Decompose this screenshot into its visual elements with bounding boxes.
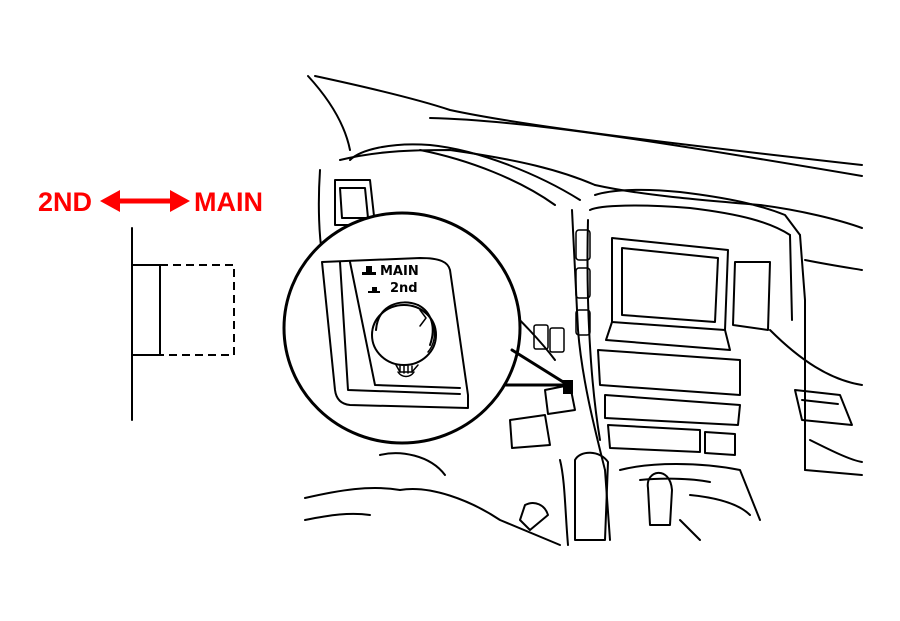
switch-callout: MAIN 2nd [282, 211, 573, 445]
a-pillar [307, 75, 351, 151]
label-main: MAIN [194, 187, 263, 217]
callout-label-main: MAIN [380, 264, 419, 279]
switch-position-diagram: 2ND MAIN [38, 187, 263, 421]
second-indicator-icon [368, 287, 380, 293]
double-arrow-icon [100, 190, 190, 212]
rotary-knob-icon [371, 301, 437, 378]
switch-location-marker [563, 380, 573, 394]
main-indicator-icon [362, 266, 376, 275]
right-center-vent [732, 261, 771, 331]
switch-panel [321, 257, 469, 409]
glovebox-handle [794, 389, 853, 426]
switch-pressed-position [131, 264, 161, 356]
dashboard [304, 75, 863, 546]
callout-label-second: 2nd [390, 281, 418, 296]
switch-released-position [159, 264, 235, 356]
pedal [509, 414, 551, 449]
shift-lever [646, 471, 673, 526]
label-2nd: 2ND [38, 187, 92, 217]
